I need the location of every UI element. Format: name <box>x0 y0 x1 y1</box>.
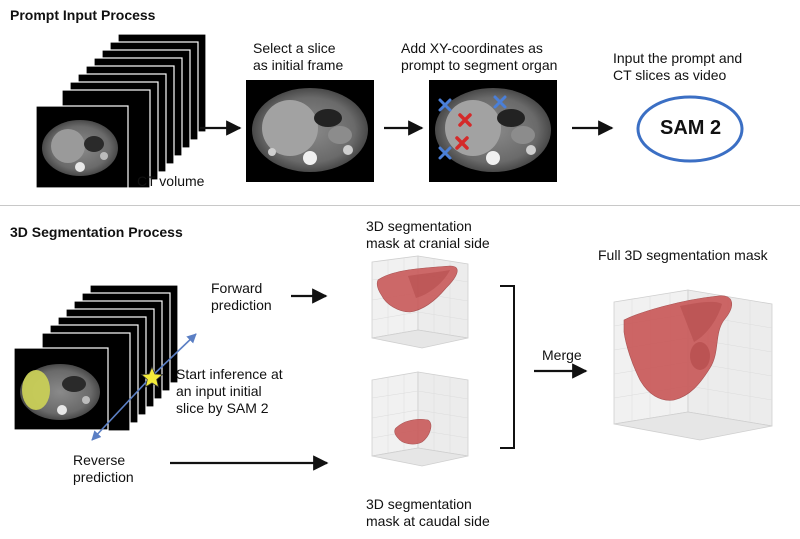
forward-direction-arrow <box>149 333 197 379</box>
section-divider <box>0 205 800 206</box>
positive-prompt-marker <box>458 113 472 127</box>
initial-slice-star-icon <box>140 365 164 388</box>
liver-overlay <box>22 370 50 410</box>
forward-prediction-label: Forward prediction <box>211 280 272 313</box>
positive-prompt-marker <box>455 136 469 150</box>
selected-ct-slice <box>246 80 374 182</box>
segmentation-section-heading: 3D Segmentation Process <box>10 224 183 240</box>
negative-prompt-marker <box>493 95 507 109</box>
reverse-prediction-label: Reverse prediction <box>73 452 134 485</box>
add-coordinates-label: Add XY-coordinates as prompt to segment … <box>401 40 558 73</box>
input-prompt-label: Input the prompt and CT slices as video <box>613 50 743 83</box>
sam2-label: SAM 2 <box>660 117 722 139</box>
start-inference-label: Start inference at an input initial slic… <box>176 366 283 416</box>
negative-prompt-marker <box>438 98 452 112</box>
merge-label: Merge <box>542 347 582 363</box>
ct-volume-label: CT volume <box>137 173 205 189</box>
prompt-section-heading: Prompt Input Process <box>10 7 156 23</box>
prompted-ct-slice <box>429 80 557 182</box>
ct-slice-stack-bottom <box>13 284 179 432</box>
reverse-direction-arrow <box>91 377 151 441</box>
caudal-mask-label: 3D segmentation mask at caudal side <box>366 496 490 529</box>
full-mask-label: Full 3D segmentation mask <box>598 247 768 263</box>
cranial-mask-3d-plot <box>371 255 469 349</box>
negative-prompt-marker <box>438 146 452 160</box>
select-slice-label: Select a slice as initial frame <box>253 40 344 73</box>
merge-bracket <box>500 285 515 449</box>
caudal-mask-3d-plot <box>371 371 469 467</box>
full-mask-3d-plot <box>613 289 773 441</box>
cranial-mask-label: 3D segmentation mask at cranial side <box>366 218 490 251</box>
ct-volume-stack <box>35 33 207 189</box>
sam2-model-node <box>636 95 744 163</box>
